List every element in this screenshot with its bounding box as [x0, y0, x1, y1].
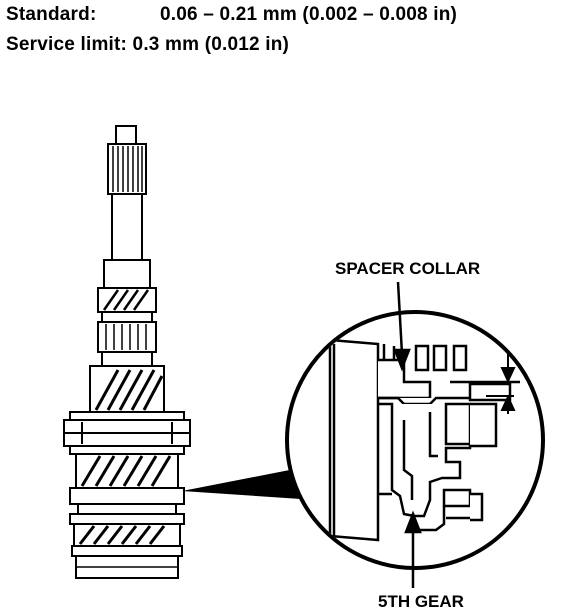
standard-value: 0.06 – 0.21 mm (0.002 – 0.008 in)	[160, 4, 458, 25]
spacer-collar-on-shaft	[69, 487, 185, 505]
shaft-spline	[107, 143, 147, 195]
spacer-collar-label: SPACER COLLAR	[335, 259, 481, 278]
detail-leader	[182, 466, 316, 500]
standard-spec: Standard: 0.06 – 0.21 mm (0.002 – 0.008 …	[6, 4, 457, 26]
shaft-body	[111, 193, 143, 261]
spacer-collar-leader	[396, 281, 404, 355]
clearance-arrows	[486, 352, 516, 414]
detail-view	[285, 310, 545, 570]
standard-label: Standard:	[6, 4, 97, 25]
service-limit-spec: Service limit: 0.3 mm (0.012 in)	[6, 34, 289, 56]
fifth-gear-label: 5TH GEAR	[378, 592, 464, 611]
shaft-pilot	[115, 125, 137, 145]
service-limit-value: Service limit: 0.3 mm (0.012 in)	[6, 34, 290, 55]
shaft-assembly	[63, 125, 191, 579]
